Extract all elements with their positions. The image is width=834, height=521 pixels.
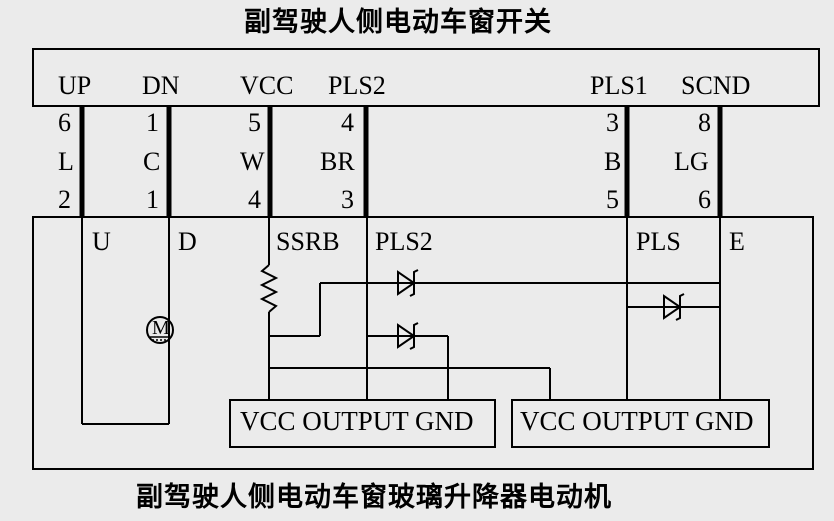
pin-label-pls2: PLS2 [328, 71, 386, 100]
sensor-box-1 [229, 399, 496, 448]
wire-color: BR [320, 147, 355, 176]
wire-color: B [604, 147, 622, 176]
pin-number-bottom: 5 [606, 185, 619, 214]
pin-number-top: 1 [146, 108, 159, 137]
motor-icon [146, 316, 174, 344]
pin-number-bottom: 4 [248, 185, 261, 214]
terminal-label-pls: PLS [636, 227, 681, 256]
switch-title: 副驾驶人侧电动车窗开关 [244, 7, 552, 38]
sensor-2-label: VCC OUTPUT GND [520, 406, 754, 436]
terminal-label-ssrb: SSRB [276, 227, 340, 256]
pin-number-top: 8 [698, 108, 711, 137]
pin-number-top: 6 [58, 108, 71, 137]
sensor-box-2 [511, 399, 770, 448]
pin-label-vcc: VCC [240, 71, 294, 100]
terminal-label-pls2: PLS2 [375, 227, 433, 256]
wire-color: L [58, 147, 74, 176]
pin-number-top: 3 [606, 108, 619, 137]
zener-diode-2 [397, 322, 419, 350]
wire-color: C [143, 147, 161, 176]
motor-title: 副驾驶人侧电动车窗玻璃升降器电动机 [136, 482, 612, 513]
sensor-1-label: VCC OUTPUT GND [240, 406, 474, 436]
resistor [259, 264, 279, 313]
pin-number-bottom: 1 [146, 185, 159, 214]
motor-label: M [152, 317, 170, 339]
pin-label-dn: DN [142, 71, 180, 100]
terminal-label-e: E [729, 227, 745, 256]
pin-label-pls1: PLS1 [590, 71, 648, 100]
pin-number-top: 4 [341, 108, 354, 137]
terminal-label-d: D [178, 227, 197, 256]
pin-number-bottom: 3 [341, 185, 354, 214]
zener-diode-1 [397, 269, 419, 297]
terminal-label-u: U [92, 227, 111, 256]
pin-number-bottom: 2 [58, 185, 71, 214]
pin-number-bottom: 6 [698, 185, 711, 214]
wire-color: W [240, 147, 265, 176]
pin-label-scnd: SCND [681, 71, 751, 100]
pin-number-top: 5 [248, 108, 261, 137]
switch-connector-box [32, 48, 820, 107]
motor-body-box [32, 216, 814, 470]
pin-label-up: UP [58, 71, 92, 100]
zener-diode-3 [663, 293, 685, 321]
wire-color: LG [674, 147, 709, 176]
